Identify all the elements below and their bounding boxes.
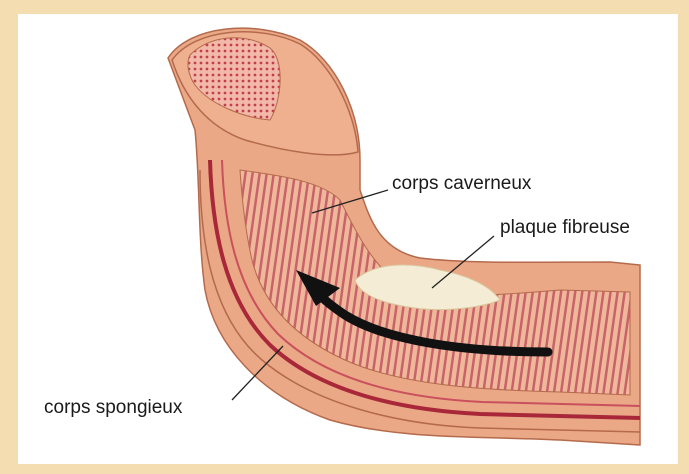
- label-plaque-fibreuse: plaque fibreuse: [500, 218, 630, 237]
- label-corps-caverneux: corps caverneux: [392, 174, 531, 193]
- label-corps-spongieux: corps spongieux: [44, 398, 182, 417]
